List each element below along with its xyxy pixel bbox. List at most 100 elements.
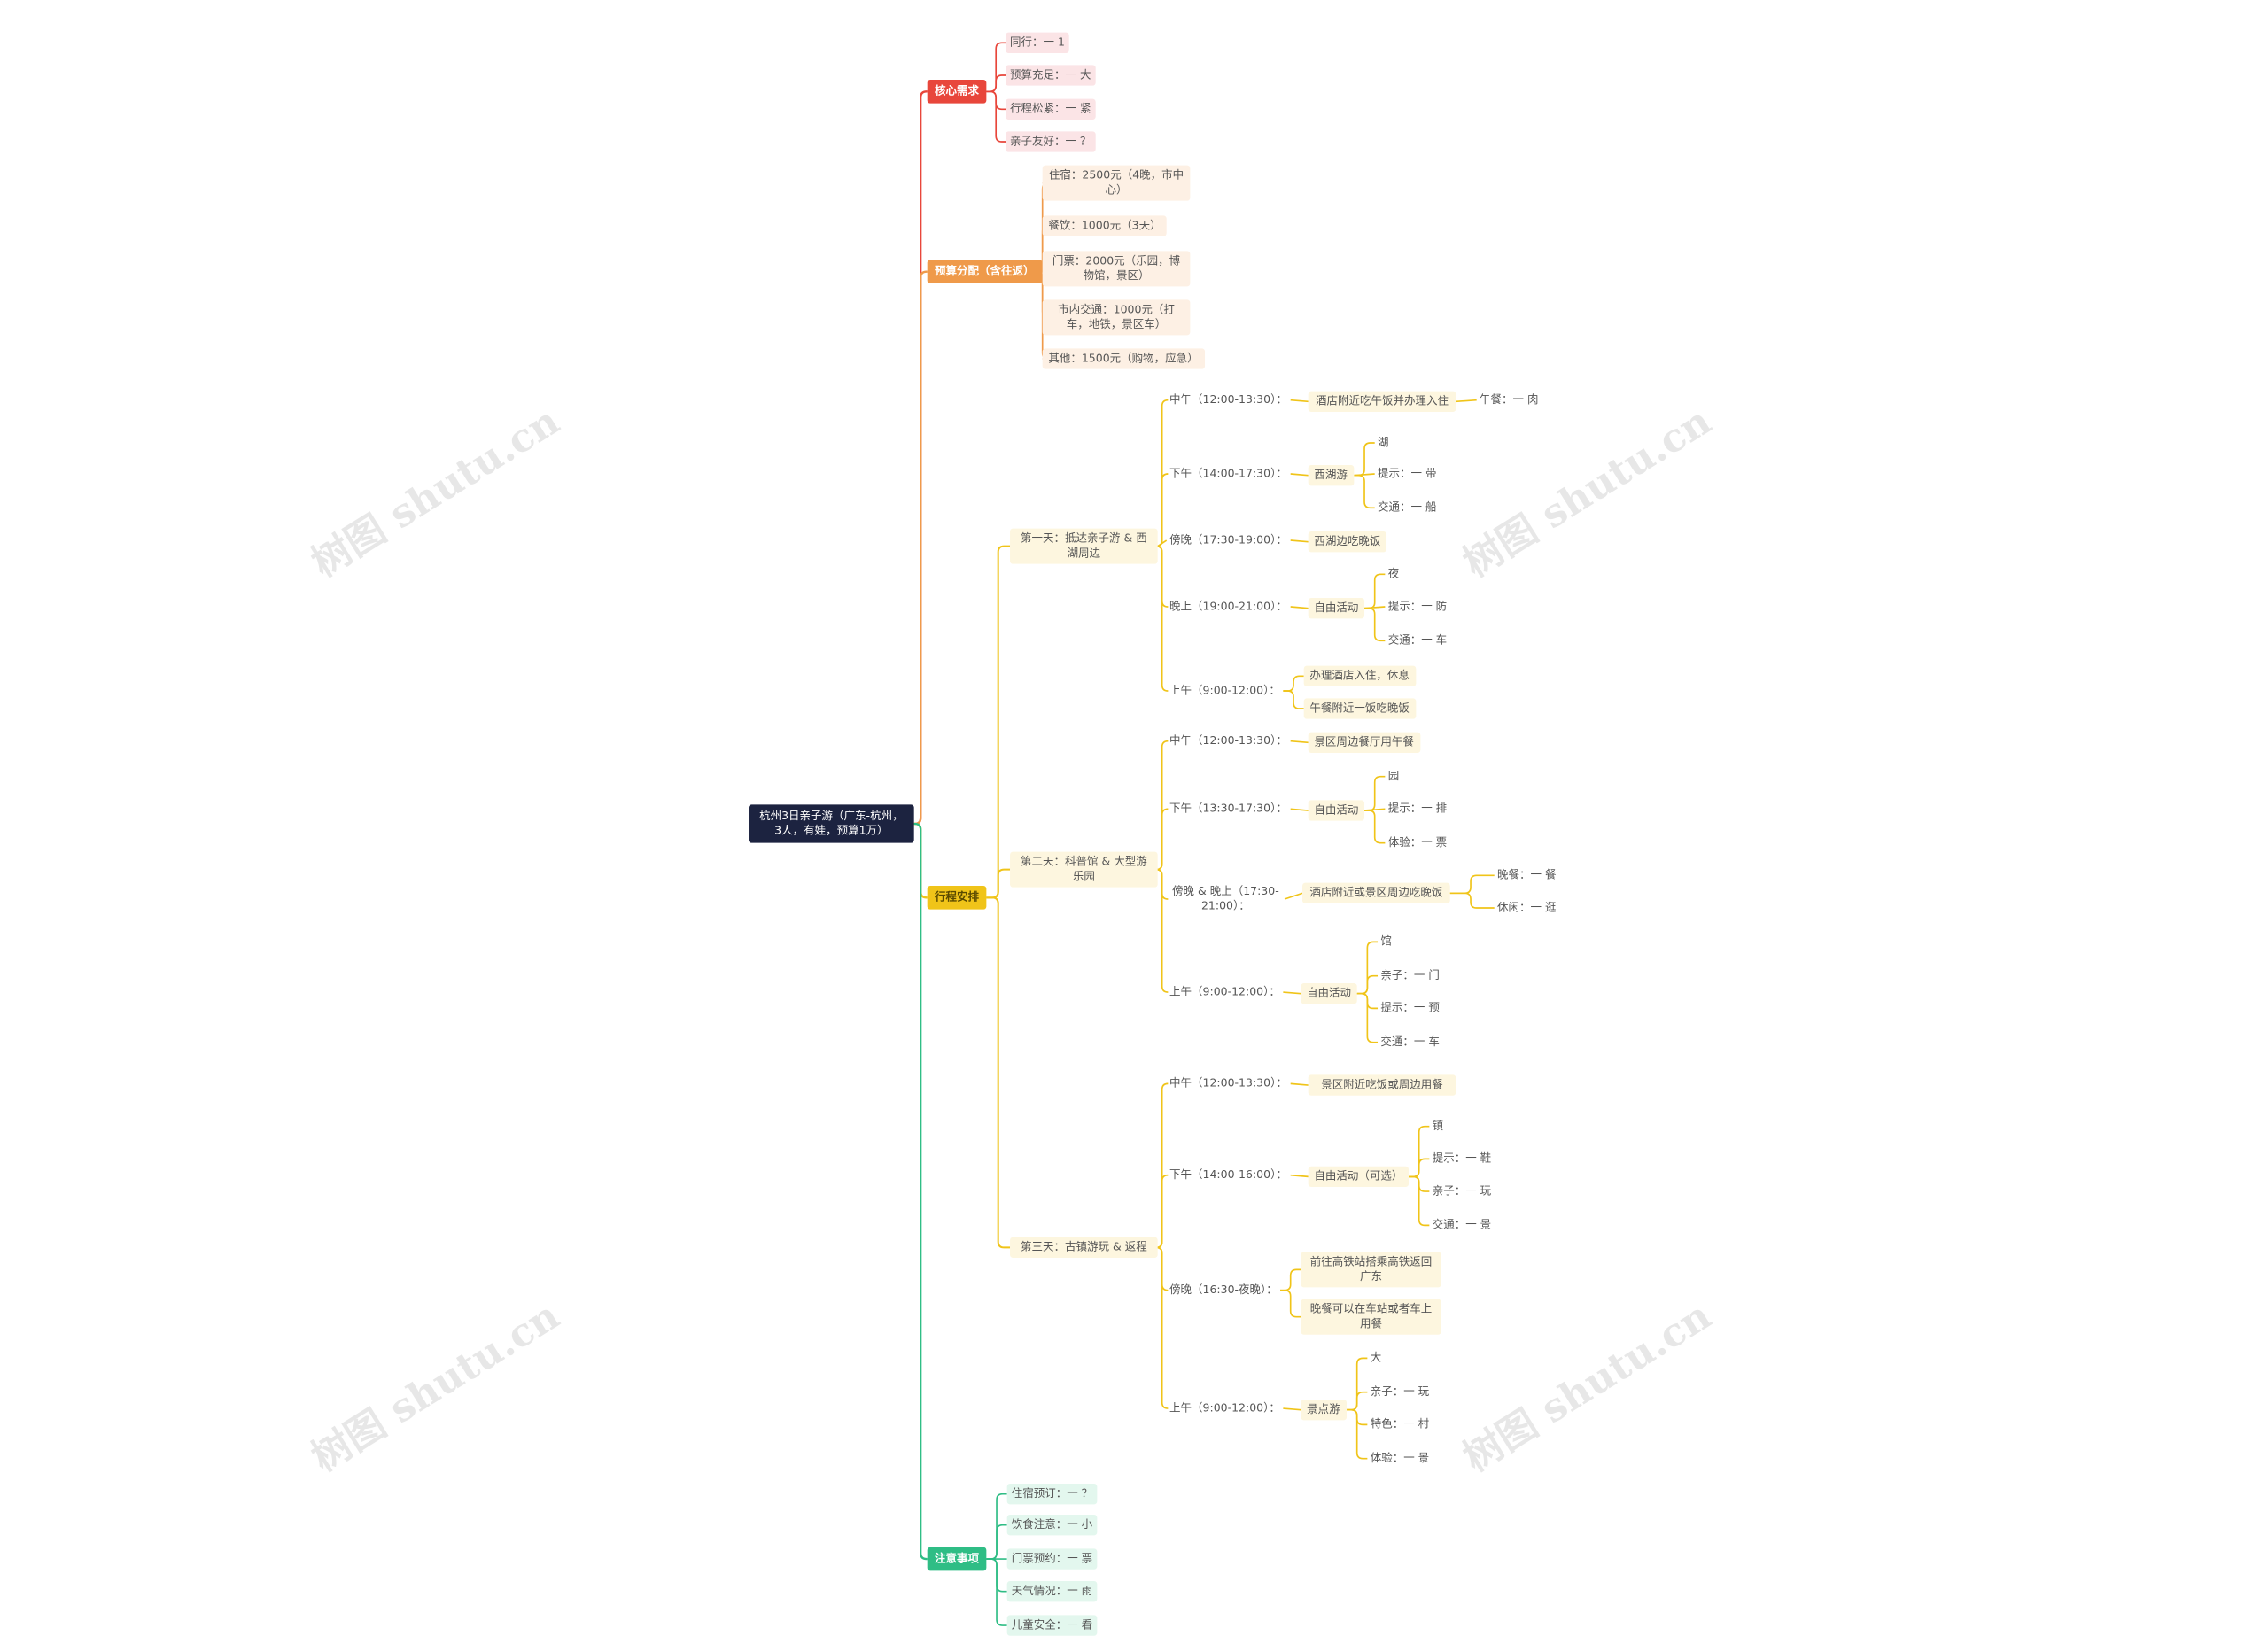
activity-item[interactable]: 休闲：一 逛: [1497, 900, 1557, 914]
activity-detail[interactable]: 景区周边餐厅用午餐: [1308, 732, 1420, 754]
activity-item[interactable]: 提示：一 预: [1380, 1001, 1440, 1015]
need-item[interactable]: 同行：一 1: [1006, 32, 1069, 54]
need-item[interactable]: 亲子友好：一 ？: [1006, 131, 1096, 152]
activity-item[interactable]: 提示：一 防: [1387, 599, 1448, 613]
time-slot[interactable]: 上午（9:00-12:00）：: [1169, 984, 1280, 998]
time-slot[interactable]: 上午（9:00-12:00）：: [1169, 683, 1280, 697]
connector: [1290, 740, 1309, 744]
activity-item[interactable]: 晚餐：一 餐: [1497, 868, 1557, 882]
activity-item[interactable]: 提示：一 鞋: [1432, 1151, 1492, 1166]
time-slot[interactable]: 下午（14:00-16:00）：: [1169, 1167, 1287, 1182]
activity-detail[interactable]: 西湖游: [1308, 465, 1354, 486]
connector: [986, 74, 1006, 93]
category-3[interactable]: 注意事项: [927, 1547, 987, 1571]
activity-item[interactable]: 前往高铁站搭乘高铁返回广东: [1301, 1252, 1441, 1288]
activity-detail[interactable]: 景区附近吃饭或周边用餐: [1308, 1074, 1456, 1096]
category-2[interactable]: 行程安排: [927, 886, 987, 910]
day-node-0[interactable]: 第一天：抵达亲子游 & 西湖周边: [1010, 528, 1158, 564]
activity-detail[interactable]: 自由活动: [1308, 800, 1365, 821]
activity-item[interactable]: 镇: [1432, 1119, 1444, 1133]
budget-item[interactable]: 其他：1500元（购物，应急）: [1042, 348, 1205, 369]
note-item[interactable]: 天气情况：一 雨: [1006, 1581, 1098, 1602]
time-slot[interactable]: 傍晚（17:30-19:00）：: [1169, 532, 1287, 547]
connector: [1290, 1082, 1309, 1086]
activity-item[interactable]: 湖: [1378, 435, 1389, 449]
connector: [1354, 474, 1375, 509]
activity-item[interactable]: 提示：一 带: [1378, 466, 1437, 480]
time-slot[interactable]: 中午（12:00-13:30）：: [1169, 1076, 1287, 1090]
activity-item[interactable]: 大: [1370, 1351, 1382, 1365]
time-slot[interactable]: 下午（14:00-17:30）：: [1169, 466, 1287, 480]
connector: [1364, 607, 1386, 642]
activity-item[interactable]: 交通：一 车: [1380, 1035, 1440, 1049]
need-item[interactable]: 行程松紧：一 紧: [1006, 98, 1096, 120]
connector: [1283, 1407, 1301, 1411]
connector: [1155, 868, 1169, 993]
connector: [1290, 808, 1309, 811]
connector: [1283, 991, 1301, 995]
activity-item[interactable]: 特色：一 村: [1370, 1417, 1430, 1431]
activity-item[interactable]: 晚餐可以在车站或者车上用餐: [1301, 1299, 1441, 1335]
connector: [1347, 1408, 1368, 1460]
activity-detail[interactable]: 西湖边吃晚饭: [1308, 531, 1387, 553]
connector: [986, 1524, 1007, 1560]
activity-item[interactable]: 午餐：一 肉: [1480, 392, 1539, 407]
time-slot[interactable]: 傍晚 & 晚上（17:30-21:00）：: [1171, 884, 1279, 913]
activity-item[interactable]: 午餐附近一饭吃晚饭: [1303, 698, 1416, 719]
category-0[interactable]: 核心需求: [927, 80, 987, 104]
activity-item[interactable]: 亲子：一 门: [1380, 968, 1440, 982]
activity-item[interactable]: 交通：一 船: [1378, 500, 1437, 515]
need-item[interactable]: 预算充足：一 大: [1006, 65, 1096, 86]
activity-item[interactable]: 亲子：一 玩: [1432, 1183, 1492, 1198]
activity-item[interactable]: 交通：一 车: [1387, 633, 1448, 647]
connector: [1290, 539, 1309, 543]
activity-detail[interactable]: 自由活动（可选）: [1308, 1166, 1410, 1188]
note-item[interactable]: 住宿预订：一 ？: [1006, 1484, 1098, 1505]
connector: [1290, 606, 1309, 609]
time-slot[interactable]: 中午（12:00-13:30）：: [1169, 733, 1287, 748]
connector: [1290, 473, 1309, 477]
activity-detail[interactable]: 酒店附近吃午饭并办理入住: [1308, 391, 1456, 413]
connector: [1280, 1289, 1301, 1318]
activity-item[interactable]: 亲子：一 玩: [1370, 1384, 1430, 1399]
budget-item[interactable]: 餐饮：1000元（3天）: [1042, 215, 1168, 236]
time-slot[interactable]: 下午（13:30-17:30）：: [1169, 802, 1287, 816]
activity-detail[interactable]: 酒店附近或景区周边吃晚饭: [1302, 882, 1450, 904]
time-slot[interactable]: 上午（9:00-12:00）：: [1169, 1400, 1280, 1415]
category-1[interactable]: 预算分配（含往返）: [927, 260, 1042, 284]
connector: [1155, 1174, 1169, 1249]
budget-item[interactable]: 市内交通：1000元（打车，地铁，景区车）: [1042, 299, 1191, 336]
activity-item[interactable]: 园: [1387, 769, 1400, 783]
time-slot[interactable]: 晚上（19:00-21:00）：: [1169, 599, 1287, 613]
time-slot[interactable]: 傍晚（16:30-夜晚）：: [1169, 1283, 1278, 1297]
connector: [986, 896, 1011, 1249]
activity-item[interactable]: 馆: [1380, 934, 1392, 949]
connector: [1356, 992, 1379, 1043]
connector: [1284, 892, 1303, 900]
connector: [1364, 775, 1386, 811]
activity-item[interactable]: 体验：一 票: [1387, 835, 1448, 849]
connector: [1364, 573, 1386, 609]
activity-item[interactable]: 提示：一 排: [1387, 802, 1448, 816]
connector: [1449, 892, 1495, 909]
activity-detail[interactable]: 自由活动: [1301, 983, 1357, 1004]
activity-item[interactable]: 体验：一 景: [1370, 1451, 1430, 1465]
activity-detail[interactable]: 自由活动: [1308, 598, 1365, 619]
activity-item[interactable]: 交通：一 景: [1432, 1218, 1492, 1232]
day-node-2[interactable]: 第三天：古镇游玩 & 返程: [1010, 1237, 1158, 1259]
note-item[interactable]: 饮食注意：一 小: [1006, 1515, 1098, 1536]
note-item[interactable]: 儿童安全：一 看: [1006, 1615, 1098, 1636]
connector: [1354, 442, 1375, 477]
day-node-1[interactable]: 第二天：科普馆 & 大型游乐园: [1010, 851, 1158, 888]
time-slot[interactable]: 中午（12:00-13:30）：: [1169, 392, 1287, 407]
connector: [1155, 808, 1169, 871]
note-item[interactable]: 门票预约：一 票: [1006, 1548, 1098, 1570]
root-node[interactable]: 杭州3日亲子游（广东-杭州，3人，有娃，预算1万）: [749, 804, 914, 843]
activity-item[interactable]: 夜: [1387, 567, 1400, 581]
budget-item[interactable]: 门票：2000元（乐园，博物馆，景区）: [1042, 251, 1191, 287]
activity-detail[interactable]: 景点游: [1301, 1400, 1347, 1421]
connector: [1290, 1174, 1309, 1178]
activity-item[interactable]: 办理酒店入住，休息: [1303, 665, 1416, 687]
budget-item[interactable]: 住宿：2500元（4晚，市中心）: [1042, 165, 1191, 201]
